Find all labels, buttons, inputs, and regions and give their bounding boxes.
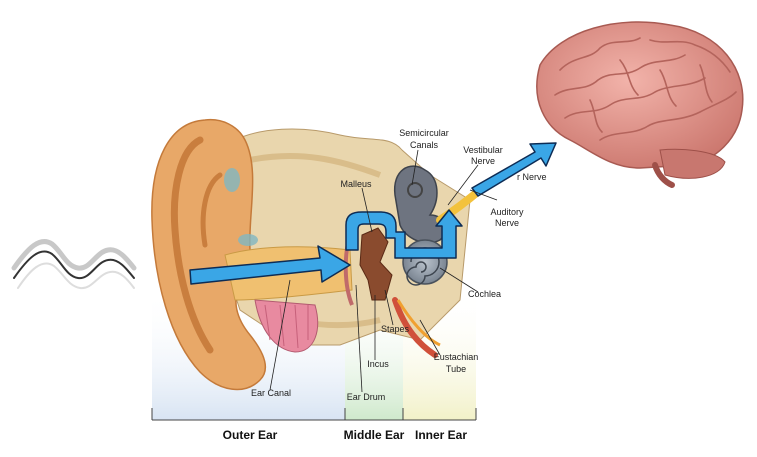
label-stapes: Stapes (381, 324, 410, 334)
sound-path-arrow-canal (189, 245, 351, 285)
label-eustachian-tube-2: Tube (446, 364, 466, 374)
label-vestibular-nerve-2: Nerve (471, 156, 495, 166)
section-middle-ear: Middle Ear (344, 428, 405, 442)
label-vestibular-nerve: Vestibular (463, 145, 503, 155)
label-auditory-nerve-2: Nerve (495, 218, 519, 228)
label-auditory-nerve: Auditory (490, 207, 524, 217)
sound-path-arrow-ossicles (345, 209, 463, 259)
eustachian-tube (392, 297, 438, 358)
label-ear-canal: Ear Canal (251, 388, 291, 398)
leader-lines (269, 149, 498, 393)
label-ear-drum: Ear Drum (347, 392, 386, 402)
label-eustachian-tube: Eustachian (434, 352, 479, 362)
label-semicircular-canals-2: Canals (410, 140, 439, 150)
label-malleus: Malleus (340, 179, 372, 189)
section-outer-ear: Outer Ear (223, 428, 278, 442)
label-semicircular-canals: Semicircular (399, 128, 449, 138)
ossicles (359, 227, 393, 301)
label-nerve-partial: r Nerve (517, 172, 547, 182)
sound-path-arrow-brain (471, 142, 557, 197)
sound-wave-icon (11, 239, 137, 290)
section-inner-ear: Inner Ear (415, 428, 467, 442)
label-incus: Incus (367, 359, 389, 369)
brain-illustration (536, 21, 744, 188)
section-bracket (151, 408, 477, 421)
label-cochlea: Cochlea (468, 289, 501, 299)
